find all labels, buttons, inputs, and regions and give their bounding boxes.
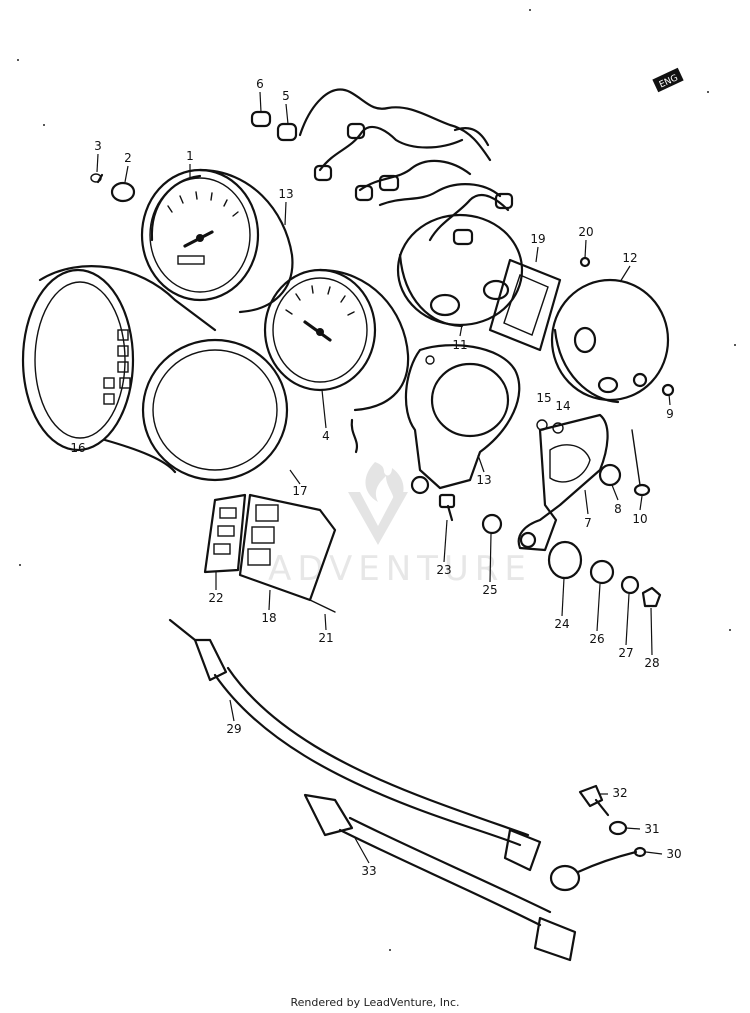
callout-17: 17 [292, 484, 307, 498]
callout-33: 33 [361, 864, 376, 878]
meter-case-lower [396, 213, 524, 328]
callout-1: 1 [186, 149, 194, 163]
callout-26: 26 [589, 632, 604, 646]
indicator-housing [238, 493, 337, 602]
callout-3: 3 [94, 139, 102, 153]
callout-9: 9 [666, 407, 674, 421]
callout-20: 20 [578, 225, 593, 239]
callout-25: 25 [482, 583, 497, 597]
callout-15: 15 [536, 391, 551, 405]
callout-13-upper: 13 [278, 187, 293, 201]
fasteners-30-32 [549, 784, 647, 892]
indicator-plate [488, 258, 562, 352]
footer-credit: Rendered by LeadVenture, Inc. [290, 996, 460, 1009]
speedometer-cable [168, 618, 542, 872]
tachometer [263, 268, 410, 454]
callout-19: 19 [530, 232, 545, 246]
callout-8: 8 [614, 502, 622, 516]
callout-18: 18 [261, 611, 276, 625]
callout-11: 11 [452, 338, 467, 352]
callout-23: 23 [436, 563, 451, 577]
callout-32: 32 [612, 786, 627, 800]
callout-13-lower: 13 [476, 473, 491, 487]
lower-bracket [517, 413, 609, 552]
callout-28: 28 [644, 656, 659, 670]
callout-29: 29 [226, 722, 241, 736]
meter-bracket [404, 344, 521, 495]
speedometer [140, 168, 294, 314]
callout-21: 21 [318, 631, 333, 645]
orientation-badge: ENG [652, 67, 684, 93]
callout-14: 14 [555, 399, 570, 413]
callout-labels: 1 2 3 4 5 6 7 8 9 10 11 12 13 13 14 15 1… [70, 77, 681, 878]
watermark: ADVENTURE [268, 462, 532, 589]
indicator-lens [203, 493, 247, 574]
callout-5: 5 [282, 89, 290, 103]
meter-housing [21, 265, 289, 482]
callout-27: 27 [618, 646, 633, 660]
callout-31: 31 [644, 822, 659, 836]
leader-lines [96, 91, 671, 864]
callout-6: 6 [256, 77, 264, 91]
callout-16: 16 [70, 441, 85, 455]
callout-10: 10 [632, 512, 647, 526]
callout-24: 24 [554, 617, 569, 631]
scan-noise [17, 9, 736, 951]
small-parts [90, 173, 675, 613]
wiring-harness [250, 88, 514, 246]
callout-2: 2 [124, 151, 132, 165]
callout-4: 4 [322, 429, 330, 443]
watermark-text: ADVENTURE [268, 549, 532, 589]
callout-30: 30 [666, 847, 681, 861]
callout-7: 7 [584, 516, 592, 530]
tachometer-cable [303, 793, 577, 962]
meter-case-rear [550, 278, 670, 404]
callout-12: 12 [622, 251, 637, 265]
callout-22: 22 [208, 591, 223, 605]
flame-logo-icon [348, 462, 408, 545]
